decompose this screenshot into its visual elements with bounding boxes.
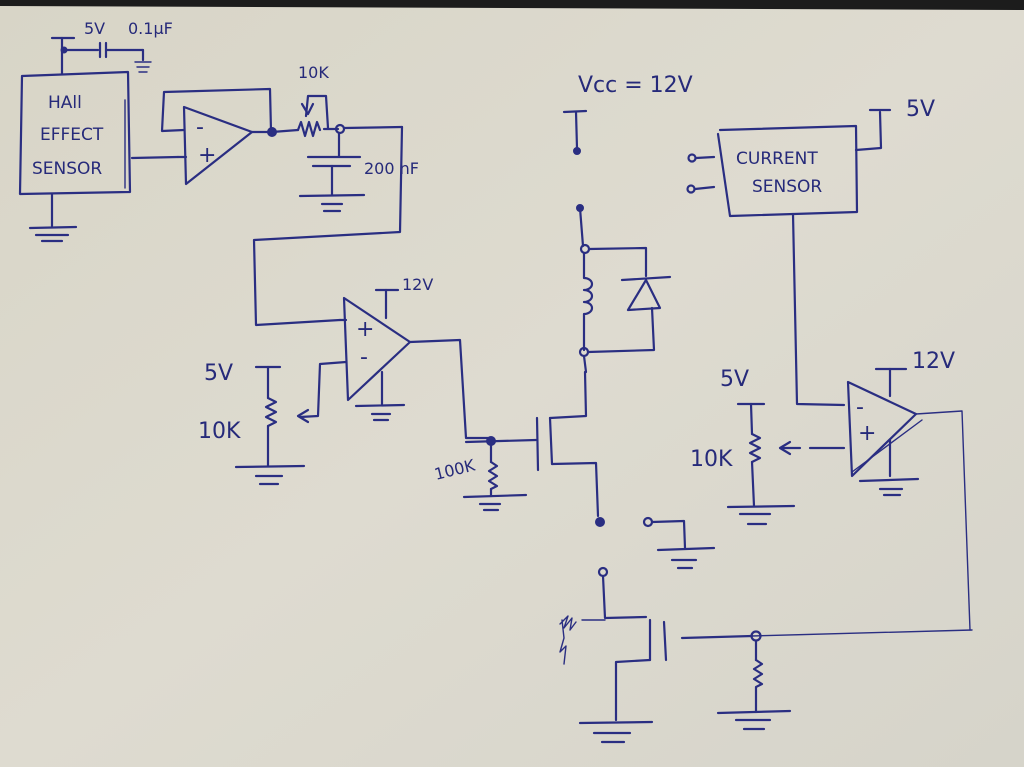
opamp-triangle bbox=[846, 380, 918, 478]
ground-icon bbox=[858, 477, 920, 483]
ref-pot-resistor bbox=[264, 396, 278, 428]
pot-resistor bbox=[296, 120, 322, 138]
comparator2-plus: + bbox=[858, 421, 876, 446]
ground-icon bbox=[28, 225, 78, 230]
vcc-label: Vcc = 12V bbox=[578, 73, 693, 98]
current-sensor-box bbox=[716, 124, 859, 218]
ground-icon bbox=[234, 464, 306, 469]
mosfet-channel bbox=[548, 416, 554, 466]
comparator1-plus: + bbox=[356, 317, 374, 342]
mosfet-2 bbox=[559, 574, 973, 744]
coil-inductor bbox=[582, 251, 594, 352]
comparator2-ref-supply-label: 5V bbox=[720, 367, 749, 392]
ground-icon bbox=[578, 720, 654, 725]
scribble-mark bbox=[559, 615, 577, 665]
current-sensor: CURRENT SENSOR 5V bbox=[686, 97, 935, 407]
hall-label-1: HAll bbox=[48, 93, 82, 113]
comparator1-ref-pot-label: 10K bbox=[198, 419, 241, 444]
ground-icon bbox=[462, 493, 528, 499]
opamp-triangle bbox=[182, 105, 254, 186]
pot-wiper bbox=[304, 94, 330, 130]
opamp-minus: - bbox=[196, 115, 204, 140]
current-label-1: CURRENT bbox=[736, 149, 818, 169]
ground-icon bbox=[354, 403, 406, 408]
comparator-2: - + 12V 5V 10K bbox=[690, 349, 971, 631]
decoupling-cap-label: 0.1μF bbox=[128, 19, 173, 38]
pot-label: 10K bbox=[298, 63, 329, 82]
opamp-triangle bbox=[342, 296, 412, 402]
current-sensor-supply-label: 5V bbox=[906, 97, 935, 122]
buffer-opamp: - + bbox=[160, 87, 277, 186]
comparator2-minus: - bbox=[856, 395, 864, 420]
hall-effect-sensor: HAll EFFECT SENSOR 5V 0.1μF bbox=[18, 19, 180, 243]
comparator1-supply-label: 12V bbox=[402, 275, 433, 294]
rc-filter: 10K 200 nF bbox=[252, 63, 419, 327]
mosfet1-source-terminal bbox=[595, 517, 605, 527]
ground-icon bbox=[726, 504, 796, 509]
diode-bar bbox=[620, 275, 672, 282]
comparator1-ref-supply-label: 5V bbox=[204, 361, 233, 386]
opamp-plus: + bbox=[198, 143, 216, 168]
ground-icon bbox=[656, 546, 716, 552]
hall-sensor-box bbox=[18, 70, 132, 196]
hall-label-3: SENSOR bbox=[32, 159, 102, 179]
paper-sheet bbox=[0, 6, 1024, 767]
relay-coil: Vcc = 12V bbox=[562, 73, 693, 374]
switch-contacts bbox=[597, 516, 716, 578]
gate2-pulldown-resistor bbox=[752, 658, 764, 714]
mosfet-gate bbox=[535, 416, 540, 472]
hall-label-2: EFFECT bbox=[40, 125, 104, 145]
vcc-terminal bbox=[573, 147, 581, 155]
hall-supply-label: 5V bbox=[84, 19, 105, 38]
comparator2-supply-label: 12V bbox=[912, 349, 955, 374]
ref-pot-resistor bbox=[748, 432, 762, 464]
filter-cap-label: 200 nF bbox=[364, 159, 419, 178]
pulldown-resistor bbox=[487, 460, 499, 491]
current-label-2: SENSOR bbox=[752, 177, 822, 197]
diode-triangle bbox=[626, 278, 662, 312]
ground-icon bbox=[298, 193, 366, 198]
comparator1-minus: - bbox=[360, 345, 368, 370]
comparator2-ref-pot-label: 10K bbox=[690, 447, 733, 472]
mosfet-gate bbox=[662, 620, 668, 662]
ground-icon bbox=[716, 709, 792, 715]
comparator-1: + - 12V 5V 10K bbox=[198, 275, 490, 486]
